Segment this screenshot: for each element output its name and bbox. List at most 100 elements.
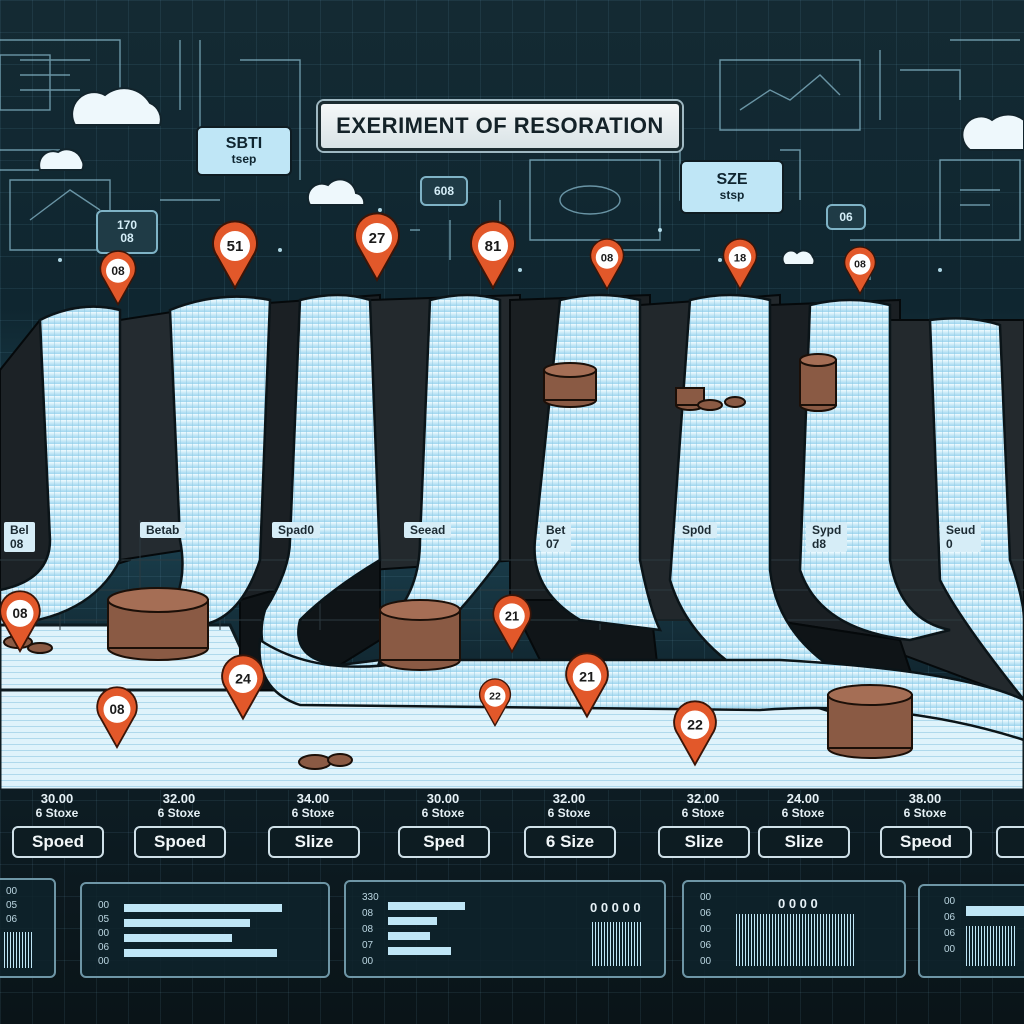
stat-sub: 6 Stoxe	[157, 806, 201, 820]
pin-label: 08	[109, 702, 125, 717]
bar	[124, 949, 277, 957]
peak-label: 0 0 0 0 0	[590, 900, 641, 915]
lane-label: Bet 07	[540, 522, 572, 552]
chart-panel: 00 06 00 06 00 0 0 0 0	[682, 880, 906, 978]
axis-label: 06	[98, 942, 110, 953]
pin-label: 21	[579, 669, 595, 685]
circuit-background	[0, 39, 1024, 280]
bar	[388, 947, 451, 955]
bar-group	[388, 902, 528, 962]
chart-panel: 00 05 06	[0, 878, 56, 978]
bar	[388, 902, 465, 910]
pin-label: 81	[485, 238, 502, 255]
stat-sub: 6 Stoxe	[547, 806, 591, 820]
chart-panel: 00 06 06 00	[918, 884, 1024, 978]
map-pin-icon: 18	[722, 238, 758, 291]
metric-button[interactable]: Spoed	[134, 826, 226, 858]
pin-label: 22	[687, 717, 703, 733]
cloud-icon	[306, 178, 366, 206]
tag-line: 170	[116, 218, 138, 233]
lane-label: Bel 08	[4, 522, 35, 552]
axis-label: 00	[98, 956, 110, 967]
tag-line: SZE	[716, 171, 748, 189]
map-pin-icon: 81	[470, 220, 516, 291]
stat-value: 0	[996, 792, 1024, 806]
metric-button[interactable]: Speod	[880, 826, 972, 858]
bar	[966, 906, 1024, 916]
axis-label: 00	[944, 944, 956, 955]
axis-label: 06	[700, 908, 712, 919]
map-pin-icon: 08	[589, 238, 625, 291]
axis-label: 00	[700, 892, 712, 903]
metric-button[interactable]: Slize	[758, 826, 850, 858]
pin-label: 51	[227, 238, 244, 255]
mini-tag: 06	[826, 204, 866, 230]
metric-button[interactable]: S	[996, 826, 1024, 858]
page-title: EXERIMENT OF RESORATION	[318, 101, 682, 151]
map-pin-icon: 22	[673, 700, 717, 767]
metric-button[interactable]: Slize	[658, 826, 750, 858]
metric-button[interactable]: Slize	[268, 826, 360, 858]
axis-label: 07	[362, 940, 374, 951]
bar	[388, 932, 430, 940]
peak-label: 0 0 0 0	[778, 896, 818, 911]
axis-label: 06	[944, 912, 956, 923]
map-pin-icon: 08	[843, 246, 877, 296]
chart-panel: 00 05 00 06 00	[80, 882, 330, 978]
metric-button[interactable]: 6 Size	[524, 826, 616, 858]
axis-label: 08	[362, 924, 374, 935]
histogram-bars	[736, 914, 856, 966]
coin-stack-icon	[3, 353, 913, 770]
lane-label: Seud 0	[940, 522, 982, 552]
histogram-bars	[4, 932, 34, 968]
stat-value: 30.00	[426, 791, 460, 806]
pin-label: 08	[854, 259, 866, 271]
lane-label: Betab	[140, 522, 186, 538]
map-pin-icon: 08	[96, 686, 138, 750]
lane	[260, 293, 382, 692]
axis-label: 08	[362, 908, 374, 919]
lane	[386, 293, 502, 622]
pin-label: 27	[369, 230, 386, 247]
histogram-bars	[966, 926, 1016, 966]
stat-sub: 6 Stoxe	[903, 806, 947, 820]
lane	[798, 298, 951, 642]
map-pin-icon: 21	[565, 652, 609, 719]
lane-label: Sypd d8	[806, 522, 848, 552]
bar	[124, 919, 250, 927]
map-pin-icon: 27	[354, 212, 400, 283]
chart-panel: 330 08 08 07 00 0 0 0 0 0	[344, 880, 666, 978]
map-pin-icon: 08	[99, 250, 137, 307]
axis-label: 06	[6, 914, 18, 925]
stat-value: 24.00	[786, 791, 820, 806]
axis-label: 00	[98, 900, 110, 911]
lane	[0, 305, 122, 627]
axis-label: 00	[944, 896, 956, 907]
pin-label: 22	[489, 691, 501, 703]
lane-label: Spad0	[272, 522, 321, 538]
cloud-icon	[38, 148, 85, 171]
pin-label: 08	[12, 606, 28, 621]
stat-sub: 6 Stoxe	[781, 806, 825, 820]
stat-sub: 6 Stoxe	[681, 806, 725, 820]
cloud-icon	[781, 249, 816, 266]
metric-button[interactable]: Spoed	[12, 826, 104, 858]
lane	[157, 295, 272, 627]
mini-tag: 170 08	[96, 210, 158, 254]
stat-sub: 6	[996, 806, 1024, 820]
bar	[124, 904, 282, 912]
axis-label: 00	[700, 924, 712, 935]
set-step-tag: SBTI tsep	[196, 126, 292, 176]
stat-value: 32.00	[552, 791, 586, 806]
metric-button[interactable]: Sped	[398, 826, 490, 858]
histogram-bars	[592, 922, 642, 966]
stat-value: 32.00	[162, 791, 196, 806]
stat-value: 38.00	[908, 791, 942, 806]
